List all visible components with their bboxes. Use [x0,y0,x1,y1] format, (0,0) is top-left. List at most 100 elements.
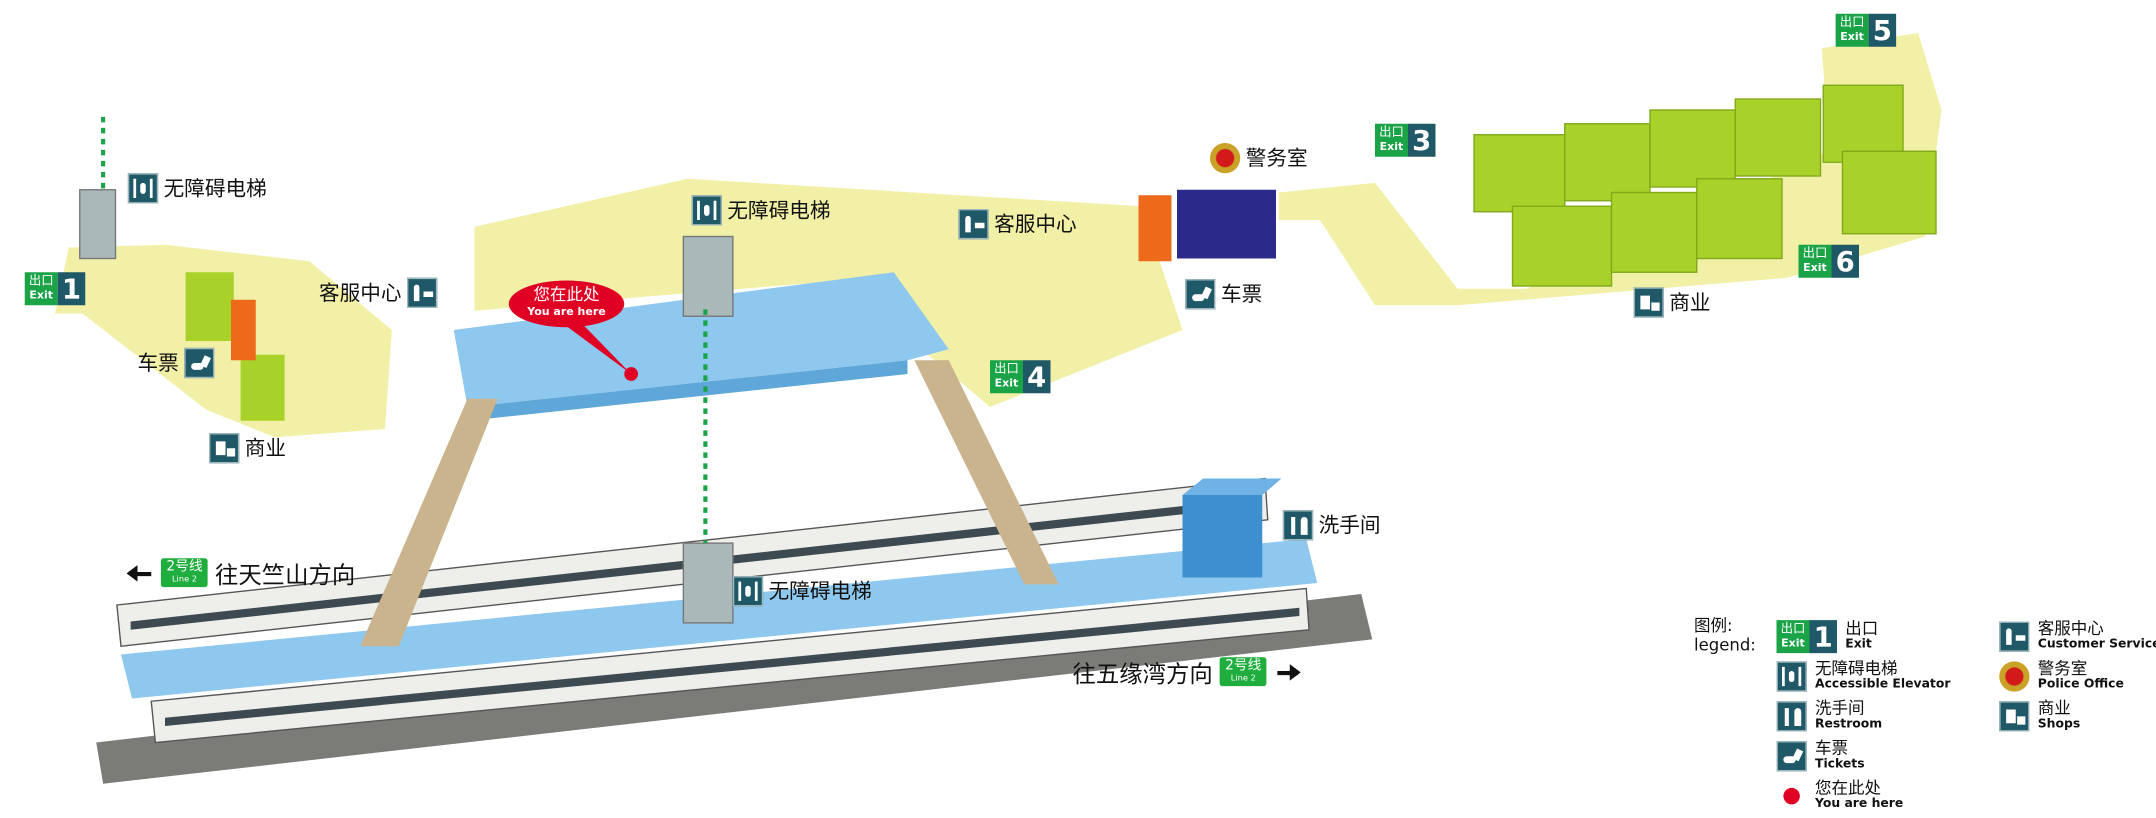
concourse-edge [467,360,908,421]
accessible-elevator-icon [127,173,159,204]
escalator-left [360,398,498,647]
direction-text: 往五缘湾方向 [1072,661,1213,689]
exit-number: 1 [1809,620,1837,654]
floor-main [474,178,1183,407]
restroom-block [1182,495,1263,578]
restroom-icon [1776,701,1807,732]
shop-block [240,354,285,421]
you-are-here-pointer [556,319,632,374]
elevator-center [682,235,734,317]
line-cn: 2号线 [1225,658,1262,674]
legend-title-cn: 图例: [1694,616,1733,636]
shop-block [185,272,234,341]
elevator-label-center: 无障碍电梯 [691,195,831,226]
legend-en: Shops [2037,717,2081,732]
label-text: 客服中心 [994,211,1077,237]
label-text: 客服中心 [319,280,402,306]
line-cn: 2号线 [166,559,203,575]
label-text: 商业 [1669,290,1711,315]
legend-en: Restroom [1815,717,1883,732]
exit-number: 6 [1831,244,1859,278]
legend-cn: 警务室 [2037,658,2088,678]
arrow-left-icon [126,563,155,582]
exit-number: 1 [57,272,86,306]
elevator-label-left: 无障碍电梯 [127,173,267,204]
exit-cn: 出口 [1780,622,1806,637]
accessible-elevator-icon [691,195,722,226]
exit-en: Exit [1781,636,1805,649]
service-center-icon [1999,621,2030,652]
label-text: 车票 [137,350,179,376]
elevator-label-platform: 无障碍电梯 [732,576,872,607]
label-text: 无障碍电梯 [163,176,267,201]
legend-en: Accessible Elevator [1815,677,1951,692]
restroom-icon [1282,510,1314,541]
label-text: 无障碍电梯 [727,198,831,223]
escalator-right [914,360,1059,585]
accessible-elevator-icon [1776,661,1807,692]
police-emblem-icon [1210,143,1241,174]
exit-cn: 出口 [1379,126,1404,141]
shops-right [1473,84,1937,287]
concourse [453,272,949,407]
service-center-icon [407,277,438,308]
ticket-icon [1776,741,1807,772]
legend-en: Customer Service Center [2037,638,2156,652]
restroom-block-top [1182,478,1282,495]
red-dot-icon [1783,787,1800,805]
exit-en: Exit [29,288,54,302]
legend-en: Police Office [2037,677,2124,692]
ticket-icon [1185,279,1216,310]
ticket-label-left: 车票 [137,347,215,379]
you-are-here-en: You are here [527,305,606,318]
label-text: 商业 [244,435,287,461]
exit-number: 4 [1023,360,1051,394]
exit-en: Exit [1803,261,1827,274]
elevator-left [79,189,117,260]
exit-cn: 出口 [1802,247,1828,262]
label-text: 警务室 [1245,145,1308,171]
exit-number: 5 [1868,13,1897,47]
exit-cn: 出口 [1839,16,1865,31]
restroom-label: 洗手间 [1282,510,1381,541]
police-emblem-icon [1999,661,2030,692]
label-text: 洗手间 [1318,512,1381,538]
ticket-label-right: 车票 [1185,279,1262,310]
shops-icon [1633,287,1664,318]
exit-cn: 出口 [28,275,54,289]
ticket-machine [231,299,256,361]
you-are-here-dot [624,367,638,381]
legend-cn: 无障碍电梯 [1815,658,1898,678]
exit-en: Exit [1840,30,1864,43]
legend-title: 图例:legend: [1694,616,1756,655]
police-label: 警务室 [1210,143,1308,174]
exit-en: Exit [1379,140,1404,153]
shops-label-left: 商业 [209,433,287,464]
label-text: 无障碍电梯 [768,578,872,604]
line-en: Line 2 [171,574,198,585]
legend-cn: 商业 [2037,698,2071,718]
exit-number: 3 [1408,123,1436,157]
legend-cn: 客服中心 [2037,618,2104,638]
service-label-right: 客服中心 [958,209,1077,240]
legend-cn: 出口 [1845,618,1879,638]
shops-icon [1999,701,2030,732]
line-en: Line 2 [1230,673,1256,684]
